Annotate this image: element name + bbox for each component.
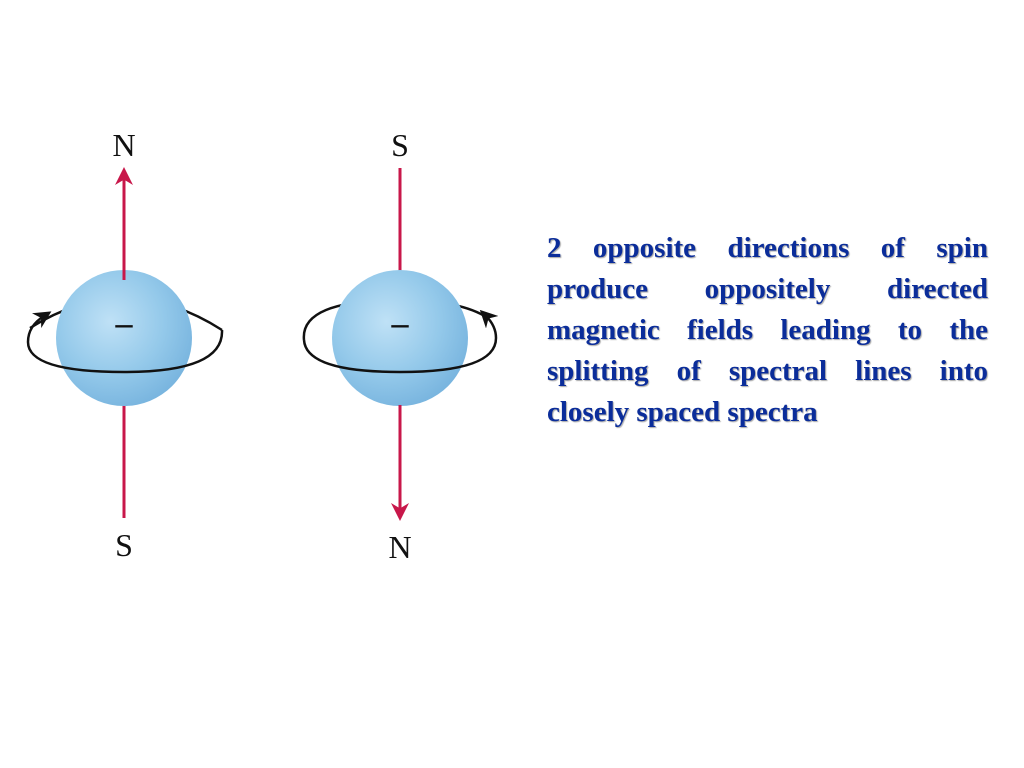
pole-label-top-left: N bbox=[112, 127, 135, 163]
pole-label-top-right: S bbox=[391, 127, 409, 163]
electron-sphere-right bbox=[332, 270, 468, 406]
rotation-arrow-left bbox=[26, 311, 224, 374]
charge-sign-right: – bbox=[391, 305, 410, 342]
electron-right: – S N bbox=[302, 127, 499, 565]
pole-label-bottom-right: N bbox=[388, 529, 411, 565]
caption-text: 2 opposite directions of spin produce op… bbox=[547, 232, 988, 428]
rotation-arrow-right bbox=[302, 309, 499, 374]
electron-spin-diagram: – N S – S N bbox=[26, 127, 499, 565]
pole-label-bottom-left: S bbox=[115, 527, 133, 563]
electron-left: – N S bbox=[26, 127, 224, 563]
charge-sign-left: – bbox=[115, 305, 134, 342]
